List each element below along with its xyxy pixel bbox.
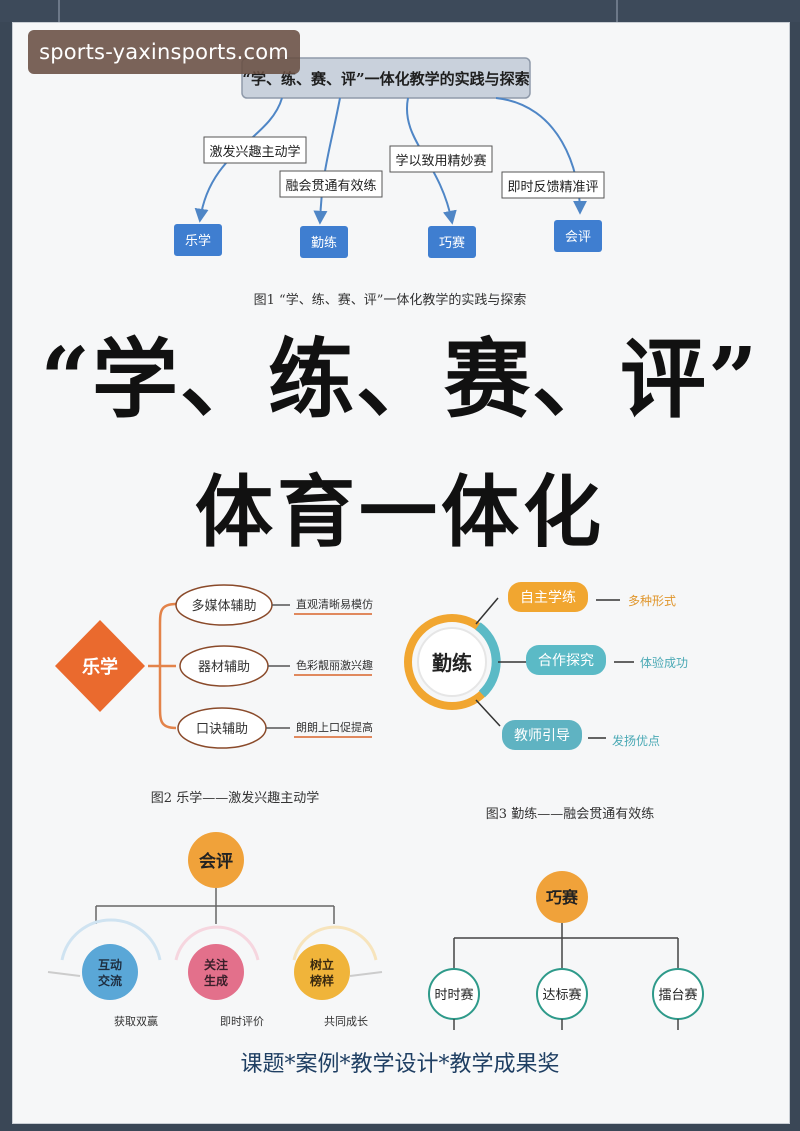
fig4-item-label-line: 榜样	[310, 973, 334, 988]
fig4-arc	[60, 918, 162, 961]
fig5-root-circle	[536, 871, 588, 923]
fig3-ring-accent	[475, 622, 501, 698]
fig2-item-label: 口诀辅助	[196, 722, 248, 737]
fig5-item-label: 达标赛	[542, 987, 581, 1003]
fig1-branch-box	[501, 171, 605, 199]
figure-4: 会评 互动 交流 关注 生成 树立 榜样 获取双赢 即时评价 共同成长	[47, 832, 383, 1028]
watermark-badge: sports-yaxinsports.com	[28, 30, 300, 74]
fig3-center-circle	[417, 627, 487, 697]
fig1-arrow	[313, 97, 341, 225]
fig2-item-note: 直观清晰易模仿	[296, 597, 373, 611]
fig4-item-circle	[294, 944, 350, 1000]
fig1-target-label: 乐学	[185, 233, 211, 249]
figure-1: “学、练、赛、评”一体化教学的实践与探索 激发兴趣主动学 融会贯通有效练 学以致…	[174, 57, 605, 308]
top-bar	[0, 0, 800, 22]
fig4-root-label: 会评	[199, 851, 233, 872]
fig1-branch-label: 即时反馈精准评	[507, 180, 598, 195]
fig2-bracket	[148, 602, 177, 730]
fig1-caption: 图1 “学、练、赛、评”一体化教学的实践与探索	[254, 292, 527, 308]
fig4-arc	[292, 925, 378, 961]
fig4-item-label-line: 生成	[204, 973, 228, 988]
fig3-item-pill	[526, 645, 606, 675]
figure-3: 勤练 自主学练 合作探究 教师引导 多种形式 体验成功 发扬优点 图3 勤练——…	[404, 582, 688, 822]
fig3-item-label: 自主学练	[520, 590, 576, 606]
fig4-decor-line	[47, 971, 81, 977]
fig4-item-label-line: 互动	[98, 958, 122, 972]
fig5-item-label: 时时赛	[434, 987, 473, 1003]
fig1-branch-label: 融会贯通有效练	[285, 179, 376, 194]
fig2-item-label: 器材辅助	[198, 660, 250, 675]
fig2-caption: 图2 乐学——激发兴趣主动学	[151, 790, 319, 806]
fig1-branch-label: 学以致用精妙赛	[395, 153, 486, 169]
fig1-target-box	[174, 224, 222, 256]
fig5-item-label: 擂台赛	[658, 987, 697, 1003]
top-bar-divider	[616, 0, 618, 22]
figure-2: 乐学 多媒体辅助 器材辅助 口诀辅助 直观清晰易模仿 色彩靓丽激兴趣 朗朗上口促…	[55, 584, 373, 806]
fig3-item-note: 多种形式	[628, 594, 676, 608]
fig3-center-label: 勤练	[432, 651, 472, 675]
fig4-item-circle	[188, 944, 244, 1000]
fig4-root-circle	[188, 832, 244, 888]
poster-page	[12, 22, 790, 1124]
fig4-item-note: 共同成长	[324, 1015, 368, 1028]
fig2-item-note: 色彩靓丽激兴趣	[296, 658, 373, 672]
fig4-item-label-line: 关注	[204, 957, 228, 972]
fig3-item-note: 体验成功	[640, 655, 688, 670]
fig5-root-label: 巧赛	[546, 888, 579, 907]
fig1-root-box	[241, 57, 531, 99]
fig3-caption: 图3 勤练——融会贯通有效练	[486, 807, 654, 822]
fig3-item-label: 教师引导	[514, 728, 570, 744]
fig1-branch-box	[203, 136, 307, 164]
figure-5: 巧赛 时时赛 达标赛 擂台赛	[428, 871, 704, 1030]
fig1-root-label: “学、练、赛、评”一体化教学的实践与探索	[242, 70, 529, 88]
fig1-target-label: 会评	[565, 230, 591, 245]
fig1-target-box	[300, 226, 348, 258]
fig2-center-diamond	[55, 620, 145, 712]
fig4-decor-line	[349, 971, 383, 977]
fig4-item-circle	[82, 944, 138, 1000]
fig1-branch-label: 激发兴趣主动学	[209, 144, 300, 160]
fig1-branch-box	[389, 145, 493, 173]
fig3-connector	[475, 699, 501, 727]
top-bar-divider	[58, 0, 60, 22]
fig4-item-note: 获取双赢	[114, 1014, 158, 1028]
fig3-item-pill	[508, 582, 588, 612]
fig1-target-label: 勤练	[311, 236, 337, 251]
fig2-item-note: 朗朗上口促提高	[296, 720, 373, 734]
footer-tagline: 课题*案例*教学设计*教学成果奖	[240, 1052, 560, 1077]
fig1-branch-box	[279, 170, 383, 198]
fig4-arc	[174, 925, 260, 961]
fig2-center-label: 乐学	[82, 656, 118, 678]
fig3-connector	[475, 597, 499, 625]
fig3-item-pill	[502, 720, 582, 750]
fig2-item-label: 多媒体辅助	[191, 598, 256, 614]
fig1-target-box	[428, 226, 476, 258]
fig3-item-label: 合作探究	[538, 653, 594, 669]
main-title: “学、练、赛、评”	[40, 329, 760, 430]
fig3-item-note: 发扬优点	[612, 733, 660, 748]
fig4-item-label-line: 交流	[98, 973, 122, 988]
main-subtitle: 体育一体化	[194, 467, 605, 558]
fig4-item-note: 即时评价	[220, 1015, 264, 1028]
fig4-item-label-line: 树立	[310, 957, 334, 972]
fig1-target-label: 巧赛	[439, 235, 465, 251]
fig1-target-box	[554, 220, 602, 252]
